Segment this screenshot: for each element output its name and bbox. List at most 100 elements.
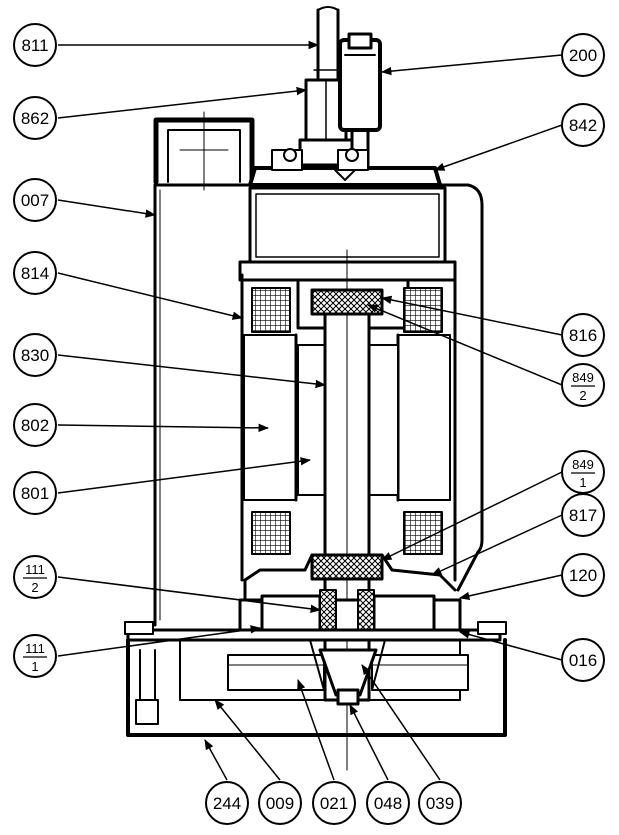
callout-817: 817 — [561, 493, 605, 537]
callout-048: 048 — [366, 781, 410, 825]
callout-circle — [13, 634, 57, 678]
bearing-bracket — [243, 553, 457, 602]
callout-label-top: 111 — [25, 562, 45, 577]
callout-label: 842 — [569, 116, 597, 135]
callout-label: 814 — [21, 264, 49, 283]
leader-120 — [458, 574, 563, 601]
leader-802 — [57, 423, 270, 433]
leader-862 — [57, 86, 308, 119]
leader-830 — [57, 354, 327, 389]
motor-housing — [153, 183, 484, 627]
leader-244 — [204, 739, 228, 781]
callout-circle — [13, 96, 57, 140]
callout-label: 021 — [320, 794, 348, 813]
top-cover — [248, 148, 442, 187]
leader-816 — [380, 295, 563, 336]
callout-label-top: 849 — [572, 370, 594, 385]
callout-circle — [205, 781, 249, 825]
callout-circle — [418, 781, 462, 825]
lower-bearing — [310, 553, 384, 581]
callout-label: 007 — [21, 191, 49, 210]
leader-814 — [57, 272, 244, 320]
callout-label: 811 — [21, 36, 48, 55]
callout-circle — [13, 555, 57, 599]
callout-244: 244 — [205, 781, 249, 825]
callout-label: 048 — [374, 794, 402, 813]
callout-label-bottom: 1 — [579, 475, 586, 490]
callout-circle — [561, 103, 605, 147]
callout-830: 830 — [13, 333, 57, 377]
callout-label: 802 — [21, 416, 49, 435]
callout-label: 009 — [266, 794, 294, 813]
callout-016: 016 — [561, 638, 605, 682]
callout-802: 802 — [13, 403, 57, 447]
callout-circle — [13, 403, 57, 447]
callout-816: 816 — [561, 313, 605, 357]
pump-drawing — [124, 6, 507, 771]
callout-circle — [561, 313, 605, 357]
leader-048 — [349, 704, 389, 781]
leader-016 — [458, 630, 563, 661]
leader-849-1 — [381, 471, 563, 561]
callout-009: 009 — [258, 781, 302, 825]
leader-842 — [434, 124, 563, 171]
float-switch-connector — [338, 32, 382, 167]
callout-circle — [13, 178, 57, 222]
callout-label: 830 — [21, 346, 49, 365]
leader-817 — [431, 514, 563, 576]
callout-circle — [312, 781, 356, 825]
callout-label-top: 111 — [25, 641, 45, 656]
callout-label: 039 — [426, 794, 454, 813]
callout-circle — [258, 781, 302, 825]
leader-039 — [361, 664, 441, 781]
callout-label: 244 — [213, 794, 241, 813]
leader-lines — [57, 40, 563, 781]
callout-label-bottom: 2 — [31, 580, 38, 595]
stator-core — [243, 333, 451, 502]
upper-bearing — [310, 288, 384, 316]
leader-007 — [57, 199, 157, 218]
callout-circle — [561, 638, 605, 682]
leader-200 — [380, 54, 563, 76]
callout-862: 862 — [13, 96, 57, 140]
callout-label: 016 — [569, 651, 597, 670]
o-ring-plate — [124, 621, 507, 642]
callout-label: 817 — [569, 506, 597, 525]
callout-842: 842 — [561, 103, 605, 147]
callout-007: 007 — [13, 178, 57, 222]
callout-200: 200 — [561, 33, 605, 77]
callout-021: 021 — [312, 781, 356, 825]
impeller-nut — [318, 648, 378, 706]
callout-label: 200 — [569, 46, 597, 65]
impeller — [227, 639, 469, 691]
callout-circle — [561, 363, 605, 407]
callout-label: 120 — [569, 566, 597, 585]
leader-009 — [214, 699, 281, 781]
callout-label: 816 — [569, 326, 597, 345]
callout-039: 039 — [418, 781, 462, 825]
callout-label-bottom: 2 — [579, 388, 586, 403]
callout-circle — [561, 493, 605, 537]
callout-811: 811 — [13, 23, 57, 67]
part-callouts: 8118620078148308028011112111120084281684… — [13, 23, 605, 825]
callout-label-top: 849 — [572, 457, 594, 472]
callout-circle — [13, 333, 57, 377]
callout-circle — [13, 251, 57, 295]
callout-circle — [561, 33, 605, 77]
leader-849-2 — [367, 304, 563, 386]
leader-111-2 — [57, 576, 322, 613]
callout-label: 801 — [21, 484, 49, 503]
stator-winding-top — [251, 287, 443, 333]
callout-label-bottom: 1 — [31, 659, 38, 674]
callout-814: 814 — [13, 251, 57, 295]
leader-801 — [57, 457, 312, 494]
leader-021 — [297, 679, 335, 781]
callout-120: 120 — [561, 553, 605, 597]
callout-label: 862 — [21, 109, 49, 128]
callout-801: 801 — [13, 471, 57, 515]
handle — [153, 111, 255, 191]
